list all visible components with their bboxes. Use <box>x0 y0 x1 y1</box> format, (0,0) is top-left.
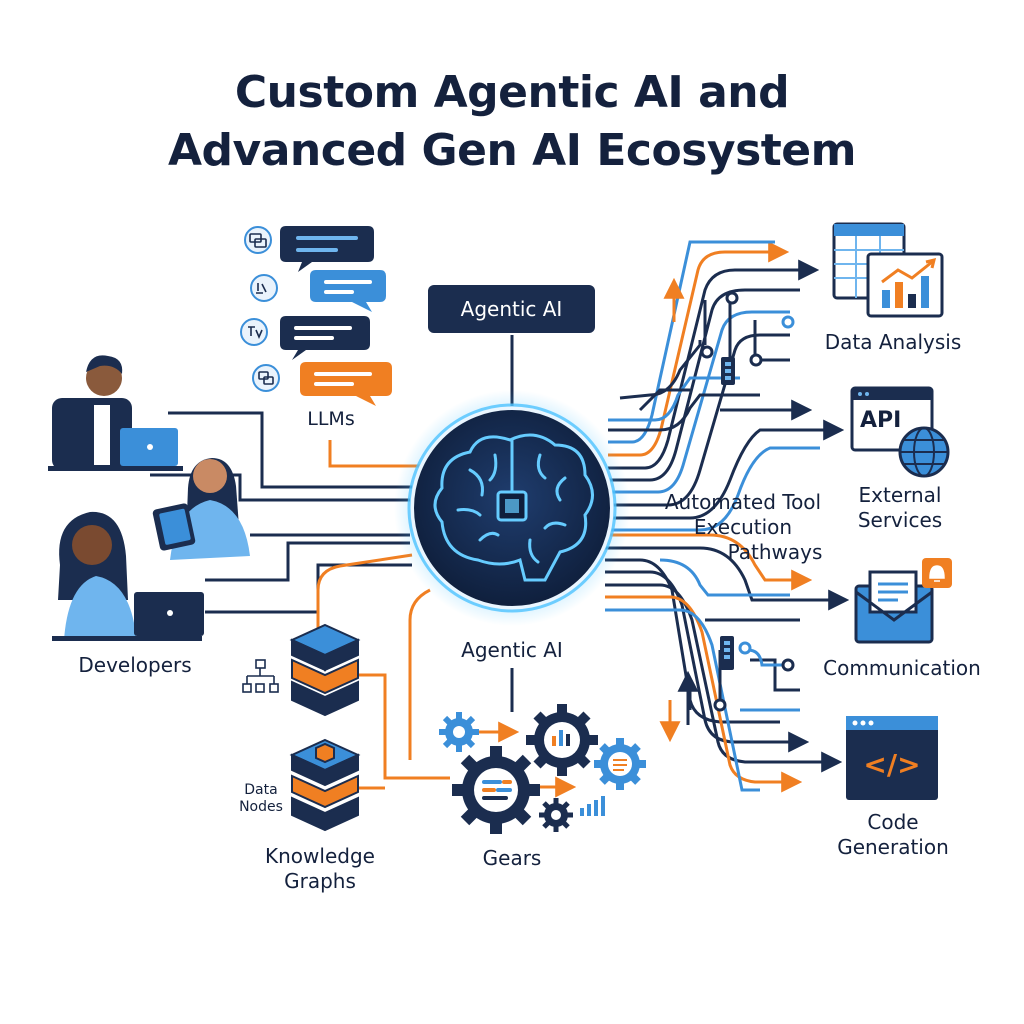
agentic-ai-badge: Agentic AI <box>428 285 595 333</box>
graph-stack-2 <box>289 738 361 832</box>
knowledge-graphs-label-1: Knowledge <box>265 844 375 868</box>
agentic-ai-label: Agentic AI <box>461 638 563 662</box>
data-analysis-icon <box>832 222 944 318</box>
title-line-2: Advanced Gen AI Ecosystem <box>168 125 856 176</box>
agentic-core <box>394 390 630 626</box>
llm-bubbles <box>280 226 392 406</box>
gears-label: Gears <box>482 846 542 870</box>
pathways-label-3: Pathways <box>727 540 823 564</box>
data-analysis-label: Data Analysis <box>824 330 962 354</box>
api-icon <box>850 386 950 478</box>
code-generation-label-1: Code <box>867 810 919 834</box>
right-connectors-upper <box>608 240 845 532</box>
llm-small-glyphs <box>248 233 274 385</box>
llm-small-icons <box>240 226 280 392</box>
external-services-label-2: Services <box>857 508 943 532</box>
title-line-1: Custom Agentic AI and <box>234 67 790 118</box>
brain-icon <box>433 433 594 582</box>
data-nodes-label-2: Nodes <box>239 799 283 815</box>
code-generation-label-2: Generation <box>837 835 949 859</box>
communication-icon <box>854 558 952 644</box>
right-connectors-lower <box>605 533 850 793</box>
gear-cluster <box>439 704 646 834</box>
pathways-label-1: Automated Tool <box>664 490 822 514</box>
code-glyph: </> <box>863 748 921 781</box>
knowledge-graphs-label-2: Graphs <box>284 869 356 893</box>
hierarchy-icon <box>242 659 279 693</box>
bar-mini-icon <box>580 796 605 816</box>
communication-label: Communication <box>823 656 981 680</box>
data-nodes-label-1: Data <box>244 782 278 798</box>
developers-label: Developers <box>78 653 192 677</box>
developer-figure-1 <box>48 355 183 471</box>
circuit-nodes <box>700 291 795 712</box>
llms-label: LLMs <box>307 408 355 430</box>
api-badge: API <box>860 408 902 433</box>
developer-figure-3 <box>52 511 204 641</box>
graph-stack-1 <box>289 623 361 717</box>
vertical-arrows <box>659 277 699 743</box>
external-services-label-1: External <box>858 483 942 507</box>
globe-icon <box>898 426 950 478</box>
developer-figure-2 <box>152 458 250 560</box>
code-generation-icon <box>846 716 938 800</box>
chip-lower <box>720 636 734 670</box>
pathways-label-2: Execution <box>693 515 793 539</box>
